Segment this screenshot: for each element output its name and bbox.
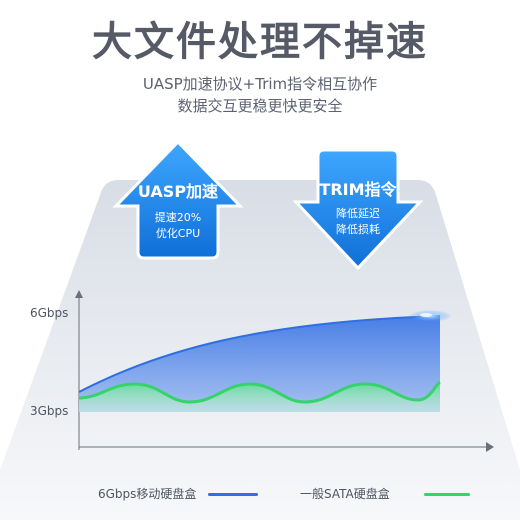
uasp-badge-title: UASP加速: [137, 182, 219, 201]
uasp-badge: UASP加速 提速20% 优化CPU: [130, 182, 226, 242]
uasp-badge-line2: 优化CPU: [155, 227, 201, 240]
trim-badge-title: TRIM指令: [319, 180, 397, 199]
legend-label-blue: 6Gbps移动硬盘盒: [98, 487, 197, 501]
page-title: 大文件处理不掉速: [92, 19, 428, 65]
trim-badge-line2: 降低损耗: [336, 223, 380, 236]
uasp-badge-line1: 提速20%: [154, 211, 202, 224]
trim-badge-line1: 降低延迟: [336, 207, 380, 220]
legend-swatch-green: [424, 493, 470, 496]
trim-badge: TRIM指令 降低延迟 降低损耗: [310, 180, 406, 238]
series-green-area: [79, 382, 440, 412]
series-blue-line: [78, 315, 441, 393]
y-tick-label-3gbps: 3Gbps: [30, 404, 69, 418]
x-axis-arrowhead: [486, 442, 494, 452]
series-green-line: [78, 380, 441, 404]
trim-down-arrow: [292, 148, 424, 271]
legend-swatch-blue: [208, 493, 258, 496]
uasp-up-arrow: [112, 139, 244, 260]
subtitle-line-1: UASP加速协议+Trim指令相互协作: [142, 75, 378, 93]
legend-label-green: 一般SATA硬盘盒: [300, 487, 390, 501]
subtitle-line-2: 数据交互更稳更快更安全: [177, 97, 343, 115]
y-axis-arrowhead: [75, 290, 83, 298]
y-tick-label-6gbps: 6Gbps: [30, 306, 69, 320]
series-blue-spark: [420, 313, 432, 317]
